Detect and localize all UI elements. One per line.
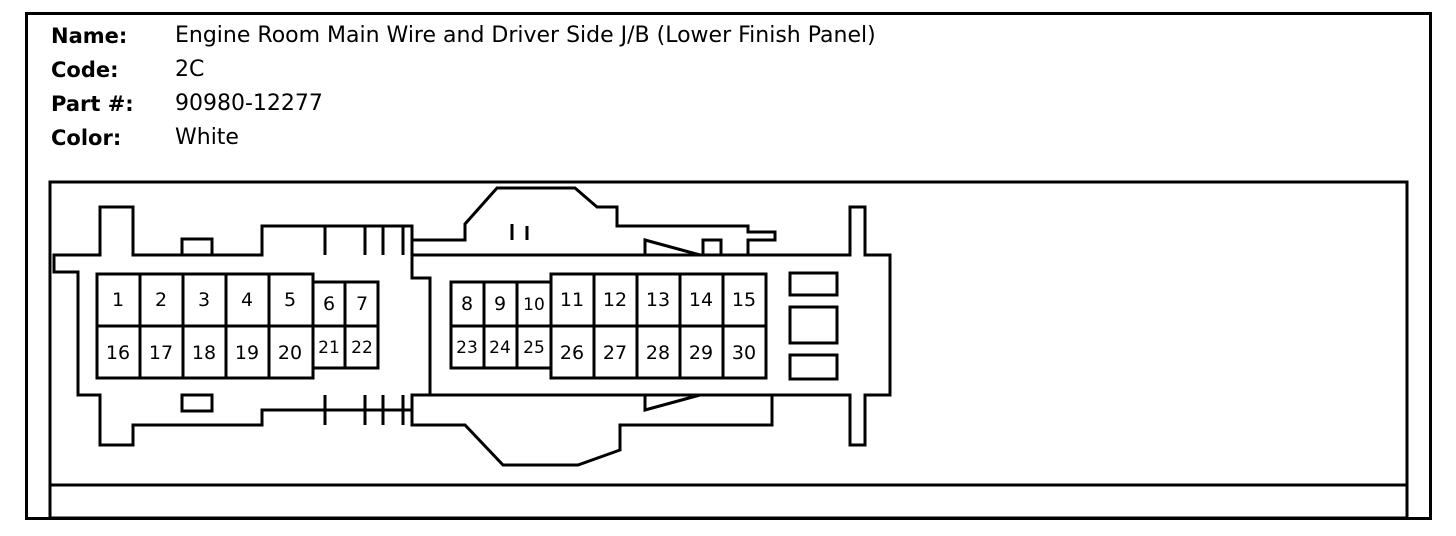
- pin-19: 19: [235, 342, 259, 364]
- pin-16: 16: [106, 342, 130, 364]
- pin-14: 14: [689, 289, 713, 311]
- section-lines: [48, 180, 1409, 520]
- pin-5: 5: [284, 289, 296, 311]
- pin-4: 4: [241, 289, 253, 311]
- pin-28: 28: [646, 342, 670, 364]
- code-label: Code:: [51, 58, 119, 82]
- pin-29: 29: [689, 342, 713, 364]
- pin-18: 18: [192, 342, 216, 364]
- name-value: Engine Room Main Wire and Driver Side J/…: [175, 23, 876, 48]
- pin-15: 15: [732, 289, 756, 311]
- color-value: White: [175, 125, 239, 150]
- pin-30: 30: [732, 342, 756, 364]
- pin-numbers: 1 2 3 4 5 6 7 8 9 10 11 12 13 14 15 16 1…: [106, 289, 756, 364]
- part-label: Part #:: [51, 92, 134, 116]
- pin-12: 12: [603, 289, 627, 311]
- pin-13: 13: [646, 289, 670, 311]
- color-label: Color:: [51, 126, 122, 150]
- pin-11: 11: [560, 289, 584, 311]
- pin-9: 9: [494, 293, 506, 315]
- pin-26: 26: [560, 342, 584, 364]
- name-label: Name:: [51, 24, 128, 48]
- pin-17: 17: [149, 342, 173, 364]
- pin-21: 21: [318, 338, 340, 358]
- pin-20: 20: [278, 342, 302, 364]
- pin-1: 1: [112, 289, 124, 311]
- pin-cells: [95, 272, 768, 380]
- pin-24: 24: [489, 338, 511, 358]
- pin-7: 7: [356, 293, 368, 315]
- pin-25: 25: [523, 338, 545, 358]
- pin-22: 22: [351, 338, 373, 358]
- pin-3: 3: [198, 289, 210, 311]
- pin-6: 6: [323, 293, 335, 315]
- part-value: 90980-12277: [175, 91, 323, 116]
- pin-8: 8: [461, 293, 473, 315]
- code-value: 2C: [175, 57, 205, 82]
- pin-2: 2: [155, 289, 167, 311]
- pin-23: 23: [456, 338, 478, 358]
- pin-27: 27: [603, 342, 627, 364]
- pin-10: 10: [523, 295, 545, 315]
